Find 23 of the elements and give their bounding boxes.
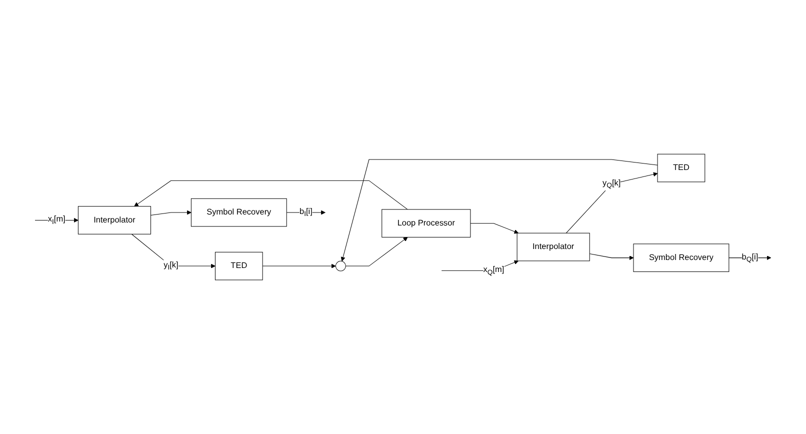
node-circle bbox=[335, 260, 346, 272]
arrow bbox=[262, 264, 336, 268]
node-box: Symbol Recovery bbox=[190, 198, 287, 227]
node-box: TED bbox=[214, 252, 263, 280]
node-box: Interpolator bbox=[516, 232, 590, 262]
node-box: Symbol Recovery bbox=[633, 244, 730, 272]
edge-label: y$_{Q}$[k] bbox=[602, 178, 621, 190]
arrow bbox=[340, 159, 658, 262]
arrow bbox=[150, 210, 192, 216]
arrow bbox=[345, 236, 408, 266]
arrow bbox=[470, 223, 519, 234]
arrow bbox=[566, 172, 658, 234]
node-box: Interpolator bbox=[78, 206, 151, 234]
edge-label: b$_{Q}$[i] bbox=[742, 252, 758, 263]
edge-label: y$_{I}$[k] bbox=[164, 260, 178, 272]
edge-label: x$_{Q}$[m] bbox=[483, 265, 504, 276]
node-box: Loop Processor bbox=[382, 209, 471, 238]
edge-label: b$_{I}$[i] bbox=[299, 207, 312, 218]
arrow bbox=[131, 234, 216, 268]
arrow bbox=[134, 180, 408, 210]
arrow bbox=[589, 253, 634, 260]
node-box: TED bbox=[657, 154, 706, 182]
edge-label: x$_{I}$[m] bbox=[48, 215, 66, 226]
